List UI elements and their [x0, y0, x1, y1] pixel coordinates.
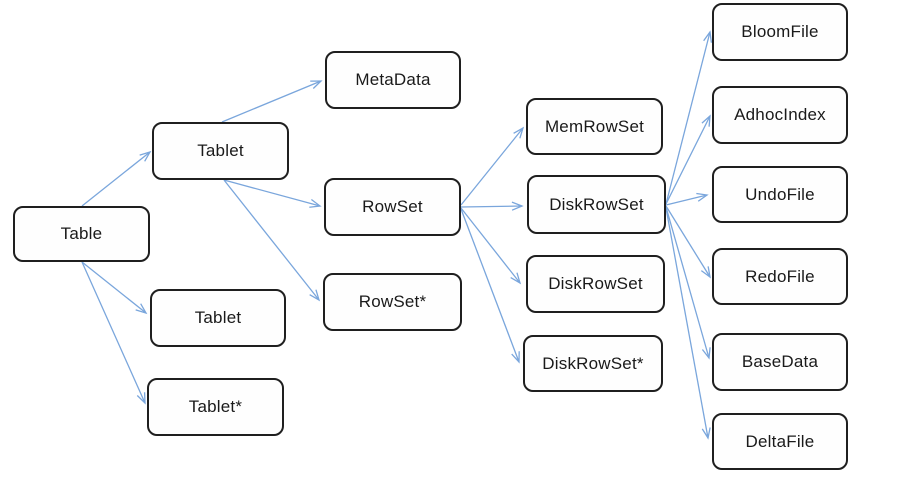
node-label-undofile: UndoFile: [745, 184, 815, 204]
node-diskrowset-1: DiskRowSet: [527, 175, 666, 234]
node-label-bloomfile: BloomFile: [741, 22, 819, 41]
edge-diskrowset-1-to-adhocindex: [665, 114, 711, 205]
node-undofile: UndoFile: [712, 166, 848, 223]
node-label-tablet-2: Tablet: [194, 308, 242, 327]
node-label-redofile: RedoFile: [745, 266, 815, 286]
node-memrowset: MemRowSet: [526, 98, 663, 155]
node-label-adhocindex: AdhocIndex: [734, 105, 826, 124]
edge-tablet-1-to-rowset: [223, 179, 322, 208]
node-label-diskrowset-1: DiskRowSet: [549, 194, 644, 214]
edge-rowset-to-diskrowset-1: [460, 201, 524, 211]
node-tablet-2: Tablet: [150, 289, 286, 347]
edge-tablet-1-to-metadata: [221, 80, 323, 123]
node-label-diskrowset-star: DiskRowSet*: [542, 353, 644, 373]
node-label-diskrowset-2: DiskRowSet: [548, 274, 643, 293]
node-diskrowset-star: DiskRowSet*: [523, 335, 663, 392]
edge-diskrowset-1-to-basedata: [665, 206, 711, 360]
edge-rowset-to-diskrowset-star: [460, 208, 520, 364]
edge-table-to-tablet-1: [81, 150, 152, 207]
node-adhocindex: AdhocIndex: [712, 86, 848, 144]
node-label-deltafile: DeltaFile: [745, 431, 815, 451]
node-label-basedata: BaseData: [741, 352, 819, 371]
node-label-table: Table: [60, 224, 103, 243]
node-label-rowset: RowSet: [362, 197, 423, 216]
node-metadata: MetaData: [325, 51, 461, 109]
edge-diskrowset-1-to-undofile: [665, 192, 709, 206]
node-diskrowset-2: DiskRowSet: [526, 255, 665, 313]
node-label-metadata: MetaData: [355, 70, 431, 89]
edge-table-to-tablet-2: [81, 261, 148, 315]
node-tablet-1: Tablet: [152, 122, 289, 180]
edge-table-to-tablet-star: [81, 261, 146, 405]
node-tablet-star: Tablet*: [147, 378, 284, 436]
edge-diskrowset-1-to-redofile: [665, 205, 711, 279]
edge-diskrowset-1-to-bloomfile: [665, 30, 713, 205]
edge-diskrowset-1-to-deltafile: [665, 207, 711, 440]
node-rowset-star: RowSet*: [323, 273, 462, 331]
node-label-rowset-star: RowSet*: [358, 292, 427, 311]
edge-tablet-1-to-rowset-star: [223, 179, 321, 302]
node-label-tablet-1: Tablet: [197, 141, 244, 160]
node-bloomfile: BloomFile: [712, 3, 848, 61]
node-table: Table: [13, 206, 150, 262]
node-label-memrowset: MemRowSet: [544, 116, 645, 136]
node-basedata: BaseData: [712, 333, 848, 391]
edge-rowset-to-diskrowset-2: [460, 207, 522, 285]
edge-rowset-to-memrowset: [460, 126, 525, 206]
node-label-tablet-star: Tablet*: [188, 397, 243, 416]
node-rowset: RowSet: [324, 178, 461, 236]
node-deltafile: DeltaFile: [712, 413, 848, 470]
node-redofile: RedoFile: [712, 248, 848, 305]
